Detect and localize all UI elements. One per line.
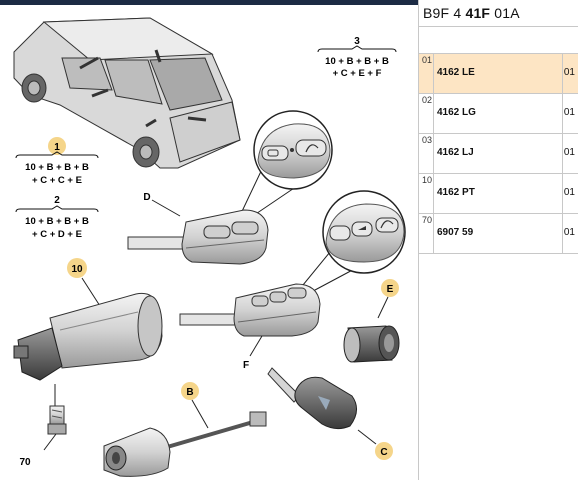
row-divider-left — [433, 214, 434, 253]
group3-formula-line2: + C + E + F — [333, 68, 382, 79]
row-divider-left — [433, 54, 434, 93]
callout-b: B — [186, 387, 193, 398]
group2-formula-line1: 10 + B + B + B — [25, 216, 89, 227]
part-index: 10 — [422, 175, 433, 185]
part-reference[interactable]: 6907 59 — [437, 227, 474, 238]
callout-d-leader — [151, 199, 181, 217]
diagram-code-suffix: 01A — [490, 5, 520, 21]
callout-b-badge — [181, 382, 199, 400]
key-c-blade — [267, 367, 357, 430]
callout-10-badge — [67, 258, 87, 278]
callout-e-badge — [381, 279, 399, 297]
row-divider-left — [433, 134, 434, 173]
callout-c-badge — [375, 442, 393, 460]
group2-formula-line2: + C + D + E — [32, 229, 82, 240]
part-reference[interactable]: 4162 LG — [437, 107, 476, 118]
part-quantity: 01 — [563, 187, 575, 198]
group1-formula-line1: 10 + B + B + B — [25, 162, 89, 173]
door-lock-b — [103, 411, 267, 477]
diagram-top-bar — [0, 0, 418, 5]
part-reference[interactable]: 4162 LE — [437, 67, 475, 78]
callout-b-leader — [191, 399, 209, 429]
callout-e-leader — [377, 296, 389, 319]
callout-d: D — [143, 192, 150, 203]
part-reference[interactable]: 4162 LJ — [437, 147, 474, 158]
callout-f-leader — [249, 335, 263, 357]
row-divider-left — [433, 94, 434, 133]
group3-brace — [317, 45, 397, 53]
group1-brace — [15, 151, 99, 159]
part-index: 01 — [422, 55, 433, 65]
part-quantity: 01 — [563, 67, 575, 78]
part-index: 02 — [422, 95, 433, 105]
part-quantity: 01 — [563, 227, 575, 238]
row-divider-right — [562, 134, 563, 173]
part-index: 03 — [422, 135, 433, 145]
row-divider-right — [562, 54, 563, 93]
lock-cylinder-e — [343, 325, 400, 363]
part-reference[interactable]: 4162 PT — [437, 187, 475, 198]
parts-list-spacer — [419, 27, 578, 54]
parts-row[interactable]: 01 4162 LE 01 — [419, 54, 578, 94]
diagram-code-bold: 41F — [465, 5, 491, 21]
parts-row[interactable]: 10 4162 PT 01 — [419, 174, 578, 214]
callout-70-leader — [43, 433, 57, 451]
group1-badge — [48, 137, 66, 155]
callout-10-leader — [81, 277, 101, 307]
group1-formula-line2: + C + C + E — [32, 175, 82, 186]
callout-e: E — [387, 284, 394, 295]
key-d-zoom-detail — [235, 110, 333, 227]
callout-c-leader — [357, 429, 377, 445]
group2-label: 2 — [54, 195, 60, 206]
group3-formula-line1: 10 + B + B + B — [325, 56, 389, 67]
row-divider-right — [562, 174, 563, 213]
parts-row[interactable]: 02 4162 LG 01 — [419, 94, 578, 134]
exploded-diagram: 3 10 + B + B + B + C + E + F 1 10 + B + … — [0, 0, 418, 477]
part-quantity: 01 — [563, 107, 575, 118]
callout-70: 70 — [19, 457, 31, 468]
diagram-code-prefix: B9F 4 — [423, 5, 466, 21]
row-divider-left — [433, 174, 434, 213]
parts-list-panel: B9F 4 41F 01A 01 4162 LE 01 02 4162 LG 01 03 41… — [418, 0, 578, 480]
group1-label: 1 — [54, 142, 60, 153]
diagram-svg: 3 10 + B + B + B + C + E + F 1 10 + B + … — [13, 17, 406, 477]
callout-c: C — [380, 447, 387, 458]
key-f-folding-remote — [179, 283, 321, 337]
parts-list: 01 4162 LE 01 02 4162 LG 01 03 4162 LJ 01 10 4162 … — [419, 54, 578, 254]
steering-lock-10 — [13, 292, 163, 381]
callout-f: F — [243, 360, 249, 371]
key-d-folding-remote — [127, 209, 269, 265]
group3-label: 3 — [354, 36, 360, 47]
part-quantity: 01 — [563, 147, 575, 158]
shear-bolt-70 — [47, 384, 67, 435]
parts-row[interactable]: 70 6907 59 01 — [419, 214, 578, 254]
row-divider-right — [562, 214, 563, 253]
group2-brace — [15, 205, 99, 213]
row-divider-right — [562, 94, 563, 133]
van-illustration — [13, 17, 241, 169]
callout-10: 10 — [71, 264, 83, 275]
part-index: 70 — [422, 215, 433, 225]
parts-row[interactable]: 03 4162 LJ 01 — [419, 134, 578, 174]
diagram-code-header: B9F 4 41F 01A — [419, 0, 578, 27]
